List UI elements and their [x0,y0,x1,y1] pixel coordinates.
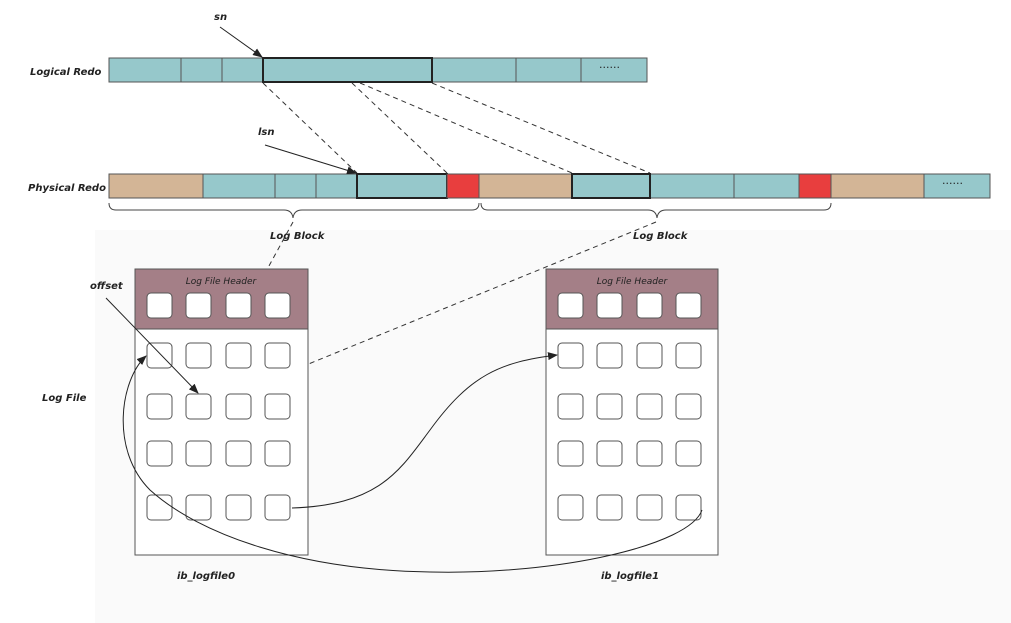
block-slot [225,393,252,420]
wrap-arrow-file1-to-file0 [122,355,703,573]
header-slot [557,292,584,319]
block-slot [264,342,291,369]
header-slot [264,292,291,319]
sn-arrow [219,26,263,58]
mapping-line [262,82,358,174]
log-file-name: ib_logfile0 [177,571,235,582]
block-header-segment [830,173,925,199]
block-slot [675,440,702,467]
block-slot [636,342,663,369]
log-file-1: Log File Header ib_logfile1 [545,268,719,582]
lsn-arrow [264,144,357,175]
physical-ellipsis: ······ [942,177,963,190]
block-slot [146,440,173,467]
log-block-brace [108,202,480,219]
log-block-brace [480,202,832,219]
block-slot [185,393,212,420]
logical-redo-bar: ······ [108,57,648,83]
block-slot [185,440,212,467]
block-slot [557,440,584,467]
log-file-header-label: Log File Header [186,277,258,287]
block-trailer-segment [798,173,832,199]
log-file-name: ib_logfile1 [601,571,659,582]
logical-redo-label: Logical Redo [30,67,102,78]
log-file-0: Log File Header ib_logfile0 [134,268,309,582]
block-slot [675,342,702,369]
mapping-line [351,82,448,174]
header-slot [185,292,212,319]
block-slot [264,494,291,521]
log-block-label: Log Block [270,231,326,242]
block-slot [596,440,623,467]
block-slot [636,494,663,521]
block-slot [557,342,584,369]
wrap-arrow-file0-to-file1 [291,352,558,509]
block-slot [557,494,584,521]
block-mapping-line [239,221,657,393]
header-slot [675,292,702,319]
block-slot [675,494,702,521]
block-slot [596,393,623,420]
block-slot [225,342,252,369]
logical-highlighted-record [262,57,433,83]
block-slot [225,494,252,521]
block-header-segment [478,173,573,199]
block-slot [636,440,663,467]
offset-label: offset [90,281,124,292]
block-slot [264,393,291,420]
mapping-line [359,82,573,174]
block-slot [636,393,663,420]
block-slot [146,393,173,420]
block-trailer-segment [446,173,480,199]
block-slot [146,342,173,369]
block-slot [264,440,291,467]
physical-highlighted-record [571,173,651,199]
log-file-header-label: Log File Header [597,277,669,287]
block-slot [596,342,623,369]
block-slot [146,494,173,521]
log-file-label: Log File [42,393,87,404]
offset-arrow [105,297,199,394]
lsn-label: lsn [258,127,275,138]
block-slot [596,494,623,521]
physical-redo-bar: ······ [108,173,991,199]
header-slot [225,292,252,319]
header-slot [636,292,663,319]
header-slot [146,292,173,319]
physical-redo-label: Physical Redo [28,183,106,194]
physical-highlighted-record [356,173,448,199]
block-slot [557,393,584,420]
logical-ellipsis: ······ [599,61,620,74]
log-block-label: Log Block [633,231,689,242]
header-slot [596,292,623,319]
mapping-line [431,82,651,174]
block-slot [225,440,252,467]
block-slot [185,494,212,521]
block-slot [185,342,212,369]
block-header-segment [108,173,204,199]
block-slot [675,393,702,420]
sn-label: sn [214,12,227,23]
